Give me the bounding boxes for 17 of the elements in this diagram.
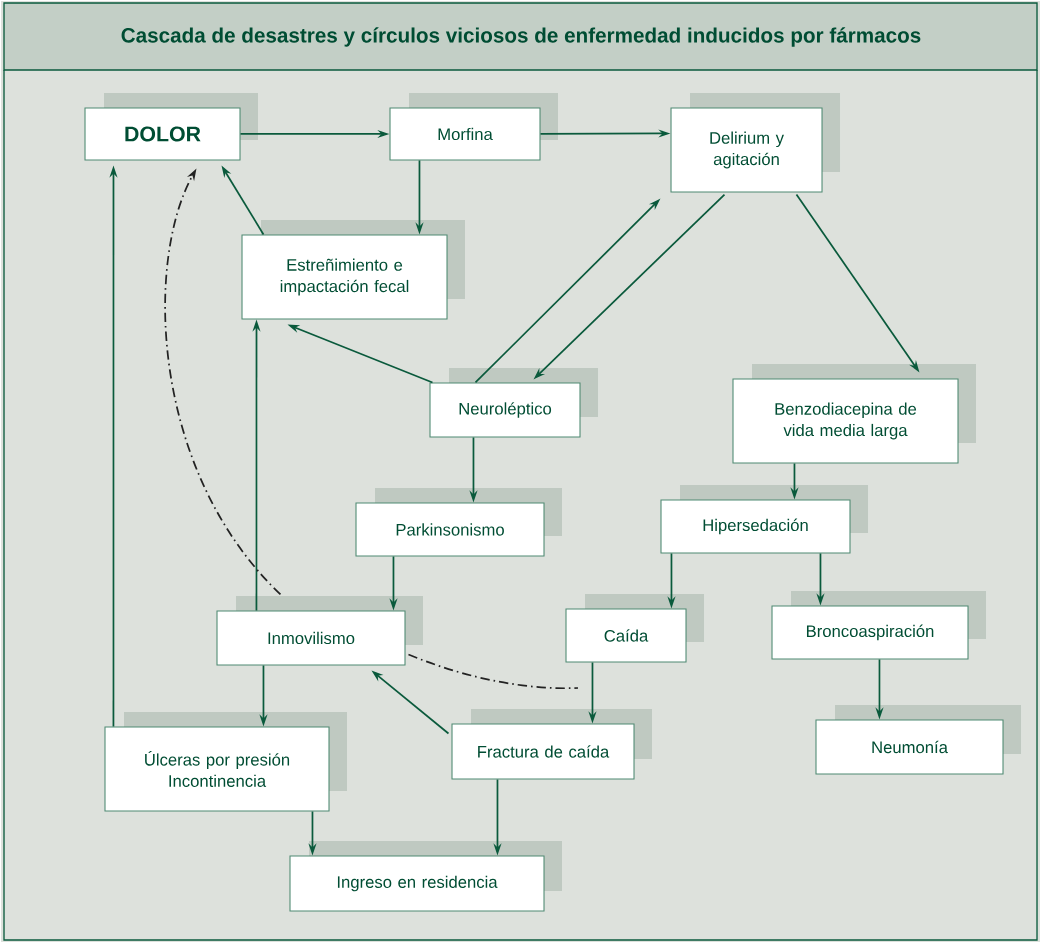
process-box: Caída bbox=[565, 594, 704, 663]
process-box: Ingreso en residencia bbox=[289, 841, 562, 912]
process-box: Benzodiacepina de vida media larga bbox=[732, 364, 976, 464]
process-box: Fractura de caída bbox=[451, 709, 652, 780]
connector-line bbox=[407, 653, 579, 690]
process-box: DOLOR bbox=[84, 93, 258, 161]
process-box: Neuroléptico bbox=[429, 368, 598, 438]
process-box: Úlceras por presión Incontinencia bbox=[104, 712, 347, 812]
process-box: Parkinsonismo bbox=[355, 488, 562, 557]
process-box: Morfina bbox=[389, 93, 558, 161]
process-box: Estreñimiento e impactación fecal bbox=[241, 220, 465, 320]
process-box: Hipersedación bbox=[660, 485, 868, 554]
process-box: Inmovilismo bbox=[216, 596, 423, 666]
header-band: Cascada de desastres y círculos viciosos de enfermedad inducidos por fármacos bbox=[3, 2, 1038, 71]
process-box: Broncoaspiración bbox=[771, 591, 986, 660]
process-box: Neumonía bbox=[815, 705, 1021, 775]
process-box: Delirium y agitación bbox=[670, 93, 840, 193]
